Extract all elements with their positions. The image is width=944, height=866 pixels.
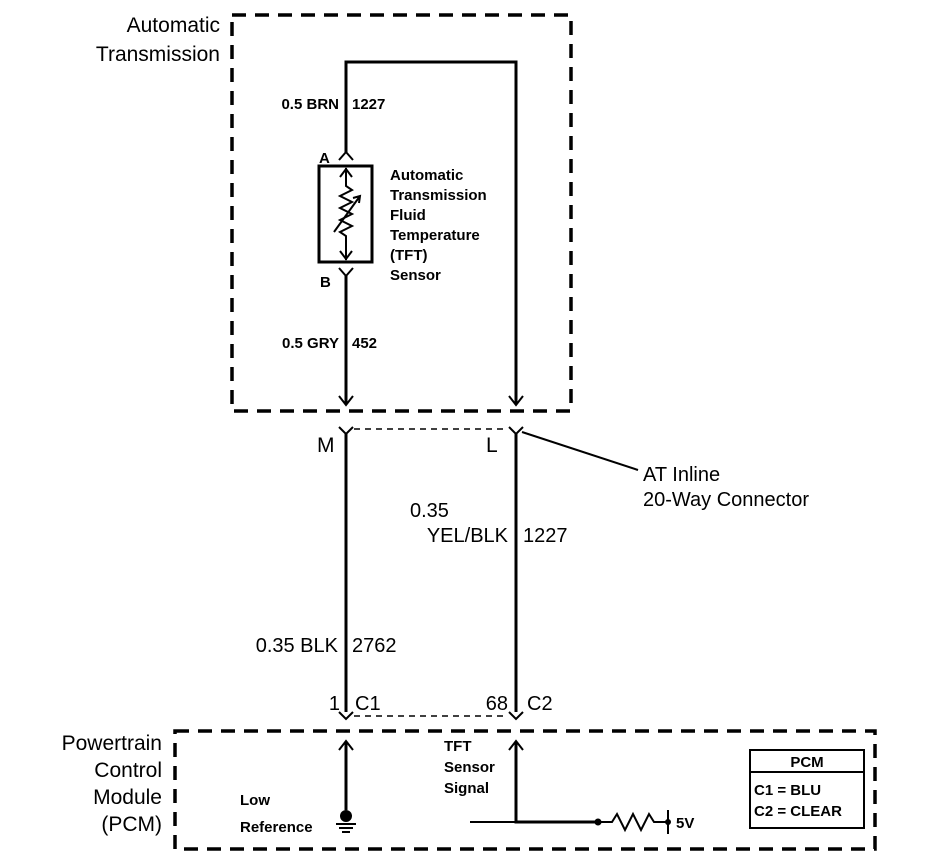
pin-c2-number: 68: [486, 693, 508, 715]
pin-a-connector: [338, 150, 354, 161]
tft-resistor-icon: [337, 168, 355, 260]
mid-wire-circuit: 452: [352, 335, 377, 352]
arrow-low-ref-up: [338, 739, 354, 751]
legend-box: [749, 749, 865, 829]
pin-c1-connector: [338, 711, 354, 721]
pcm-title-3: Module: [93, 786, 162, 809]
sensor-label-2: Transmission: [390, 187, 487, 204]
right-wire-circuit: 1227: [523, 525, 568, 547]
resistor-arrow-up: [339, 167, 353, 178]
connector-label-2: 20-Way Connector: [643, 489, 809, 511]
pin-c2-connector: [508, 711, 524, 721]
thermistor-slash-icon: [333, 194, 362, 233]
ground-node: [340, 810, 352, 822]
legend-title: PCM: [790, 754, 823, 771]
sensor-label-3: Fluid: [390, 207, 426, 224]
pcm-box-border: [173, 729, 877, 851]
ground-icon: [336, 823, 356, 833]
pullup-resistor-icon: [601, 811, 666, 833]
pcm-title-4: (PCM): [101, 813, 162, 836]
at-box-title-2: Transmission: [96, 43, 220, 66]
connector-label-1: AT Inline: [643, 464, 720, 486]
sensor-label-6: Sensor: [390, 267, 441, 284]
arrow-right-down: [508, 395, 524, 407]
wire-top-loop: [344, 60, 518, 404]
pin-b-label: B: [320, 274, 331, 291]
pin-m-connector: [338, 426, 354, 436]
signal-label-2: Sensor: [444, 759, 495, 776]
pin-a-label: A: [319, 150, 330, 167]
sensor-label-4: Temperature: [390, 227, 480, 244]
sensor-label-5: (TFT): [390, 247, 427, 264]
pin-c1-number: 1: [329, 693, 340, 715]
pcm-title-2: Control: [94, 759, 162, 782]
wire-tft-signal: [514, 742, 596, 824]
supply-node: [665, 819, 671, 825]
tft-sensor-box: [317, 164, 374, 264]
right-wire-gauge: 0.35: [410, 500, 449, 522]
top-wire-gauge-color: 0.5 BRN: [281, 96, 339, 113]
resistor-arrow-down: [339, 250, 353, 261]
pin-c1-connector-label: C1: [355, 693, 381, 715]
sensor-label-1: Automatic: [390, 167, 463, 184]
at-box-title-1: Automatic: [127, 14, 220, 37]
supply-voltage-label: 5V: [676, 815, 694, 832]
arrow-left-down: [338, 395, 354, 407]
top-wire-circuit: 1227: [352, 96, 385, 113]
legend-c1: C1 = BLU: [754, 782, 821, 799]
pin-c2-connector-label: C2: [527, 693, 553, 715]
pcm-title-1: Powertrain: [62, 732, 162, 755]
right-wire-color: YEL/BLK: [427, 525, 509, 547]
pin-m-label: M: [317, 434, 335, 457]
pin-l-label: L: [486, 434, 498, 457]
legend-c2: C2 = CLEAR: [754, 803, 842, 820]
left-wire-circuit: 2762: [352, 635, 397, 657]
pin-l-connector: [508, 426, 524, 436]
low-ref-label-2: Reference: [240, 819, 313, 836]
pullup-node: [594, 818, 602, 826]
pin-b-connector: [338, 267, 354, 278]
signal-label-1: TFT: [444, 738, 472, 755]
arrow-signal-up: [508, 739, 524, 751]
low-ref-label-1: Low: [240, 792, 270, 809]
signal-label-3: Signal: [444, 780, 489, 797]
left-wire-gauge-color: 0.35 BLK: [256, 635, 339, 657]
mid-wire-gauge-color: 0.5 GRY: [282, 335, 339, 352]
connector-leader-line: [521, 431, 639, 471]
at-box-border: [230, 13, 573, 413]
